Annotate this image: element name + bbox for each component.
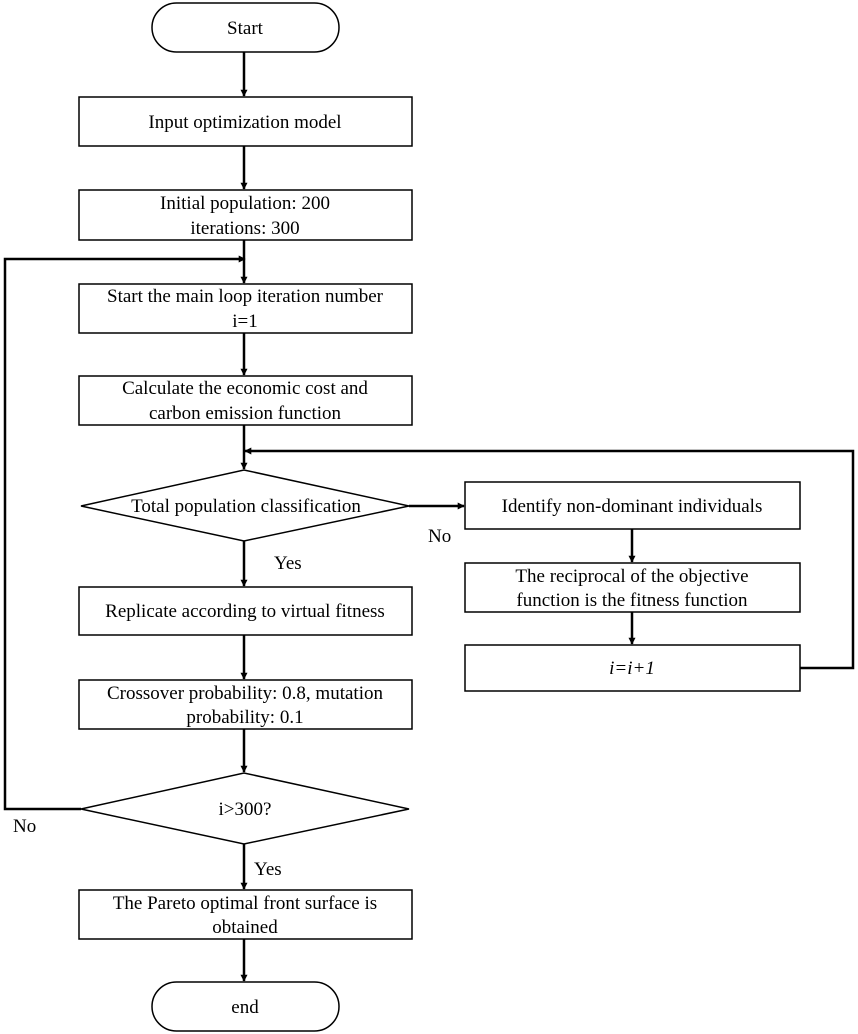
calculate-box — [78, 375, 413, 426]
classification-yes-label: Yes — [274, 553, 302, 574]
reciprocal-line-1: The reciprocal of the objective — [515, 566, 748, 587]
arrow-increment-loop-back — [244, 447, 855, 670]
crossover-line-2: probability: 0.1 — [186, 707, 303, 728]
check-yes-label: Yes — [254, 859, 282, 880]
replicate-box — [78, 586, 413, 636]
crossover-box — [78, 679, 413, 730]
reciprocal-box — [464, 562, 801, 613]
input-model-label: Input optimization model — [148, 112, 341, 133]
init-population-line-2: iterations: 300 — [190, 218, 299, 239]
check-no-label: No — [13, 816, 36, 837]
input-model-box — [78, 96, 413, 147]
classification-no-label: No — [428, 526, 451, 547]
init-population-line-1: Initial population: 200 — [160, 193, 330, 214]
crossover-line-1: Crossover probability: 0.8, mutation — [107, 683, 384, 704]
main-loop-line-2: i=1 — [232, 311, 258, 332]
pareto-line-1: The Pareto optimal front surface is — [113, 893, 377, 914]
increment-box — [464, 644, 801, 692]
end-terminal — [151, 981, 340, 1032]
end-label: end — [231, 997, 259, 1018]
increment-label: i=i+1 — [609, 658, 655, 679]
replicate-label: Replicate according to virtual fitness — [105, 601, 385, 622]
main-loop-box — [78, 283, 413, 334]
start-label: Start — [227, 18, 264, 39]
check-iteration-decision — [80, 772, 410, 845]
identify-box — [464, 481, 801, 530]
pareto-box — [78, 889, 413, 940]
main-loop-line-1: Start the main loop iteration number — [107, 286, 384, 307]
calculate-line-2: carbon emission function — [149, 403, 342, 424]
identify-label: Identify non-dominant individuals — [502, 496, 763, 517]
init-population-box — [78, 189, 413, 241]
arrow-check-loop-back — [3, 255, 246, 811]
check-iteration-label: i>300? — [219, 799, 272, 820]
start-terminal — [151, 2, 340, 53]
pareto-line-2: obtained — [212, 917, 278, 938]
classification-label: Total population classification — [131, 496, 361, 517]
calculate-line-1: Calculate the economic cost and — [122, 378, 368, 399]
reciprocal-line-2: function is the fitness function — [516, 590, 748, 611]
